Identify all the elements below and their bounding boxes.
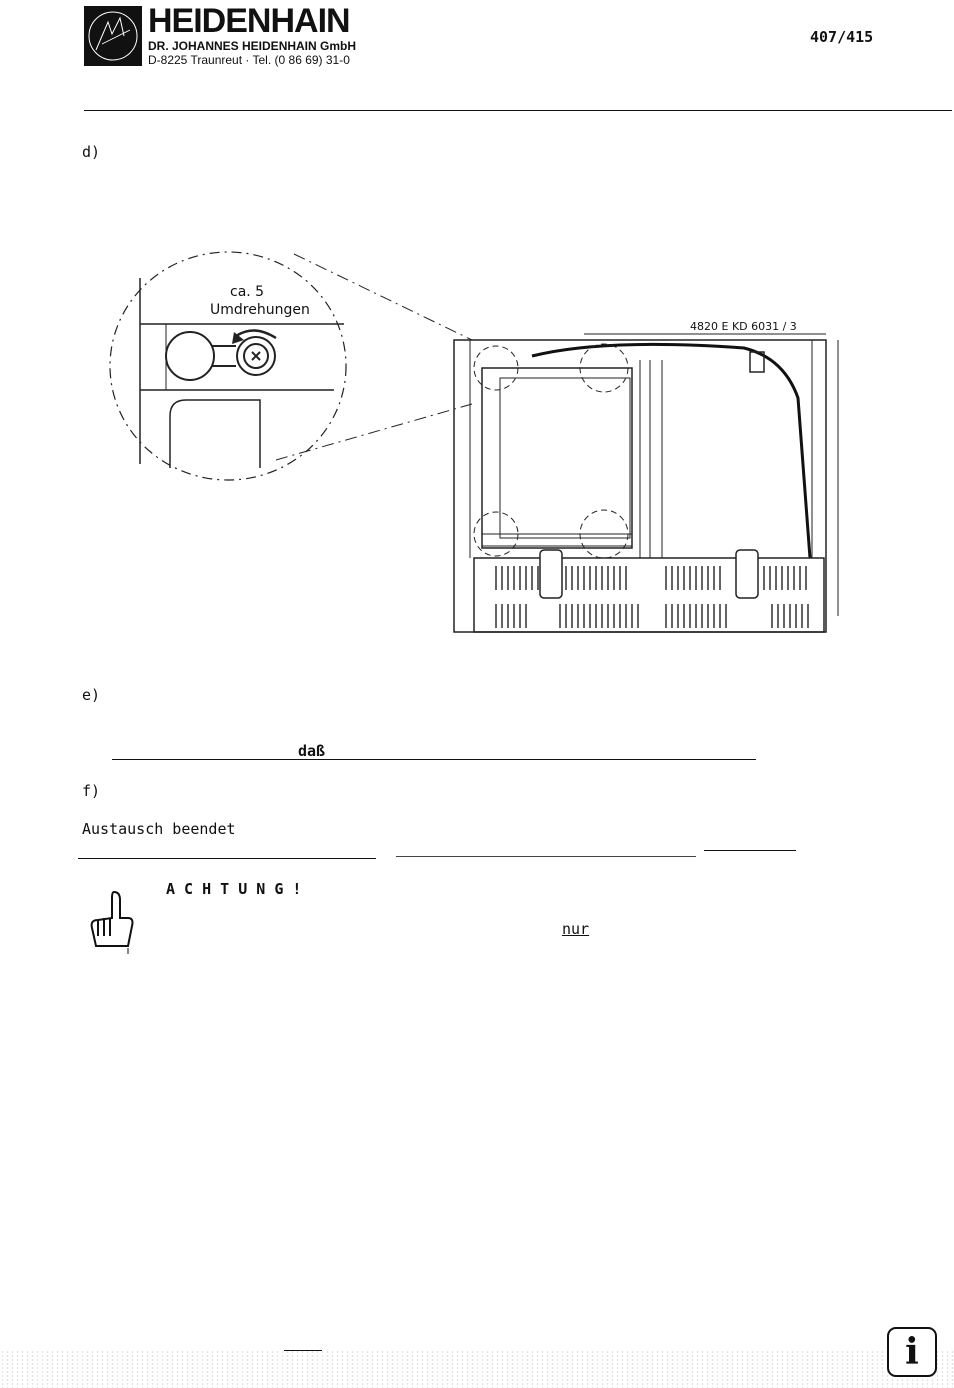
company-address: D-8225 Traunreut · Tel. (0 86 69) 31-0 [148,53,350,67]
step-e-label: e) [82,686,101,704]
callout-line-1: ca. 5 [230,284,265,300]
figure-illustration [84,228,864,648]
pointing-hand-icon [84,888,136,954]
step-d-label: d) [82,143,101,161]
info-icon: i [905,1331,919,1373]
company-name: DR. JOHANNES HEIDENHAIN GmbH [148,39,357,53]
document-number: 407/415 [810,28,874,46]
warning-fragment: nur [562,920,590,938]
f-divider-right [704,850,796,851]
callout-line-2: Umdrehungen [210,302,310,318]
f-divider-left [78,858,376,859]
step-f-label: f) [82,782,101,800]
e-text-fragment: daß [298,742,326,760]
f-text: Austausch beendet [82,820,236,838]
warning-title: A C H T U N G ! [166,880,302,898]
heidenhain-logo-icon [84,6,142,66]
scan-noise-strip [0,1350,954,1388]
f-divider-mid [396,856,696,857]
info-button[interactable]: i [887,1327,937,1377]
header-divider [84,110,952,111]
part-number-label: 4820 E KD 6031 / 3 [690,320,797,333]
brand-name: HEIDENHAIN [148,2,351,40]
e-underline [112,759,756,760]
